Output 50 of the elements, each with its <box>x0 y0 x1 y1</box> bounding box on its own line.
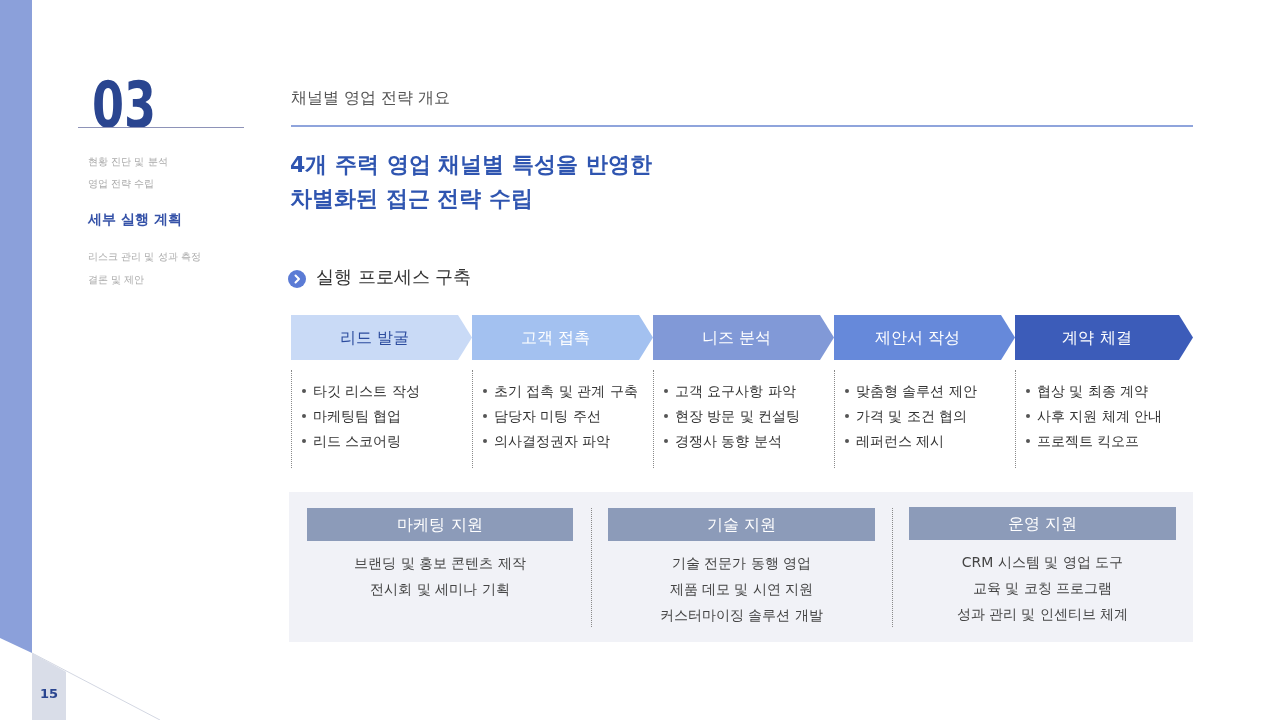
support-panel <box>289 492 1193 642</box>
section-subtitle: 채널별 영업 전략 개요 <box>291 88 451 107</box>
body-text: 전시회 및 세미나 기획 <box>369 580 511 599</box>
list-item: 맞춤형 솔루션 제안 <box>856 382 977 401</box>
chevron-step <box>653 315 834 360</box>
chevron-step <box>291 315 472 360</box>
body-text: 커스터마이징 솔루션 개발 <box>659 606 824 625</box>
list-item: 레퍼런스 제시 <box>856 432 945 451</box>
section-header-bar <box>307 508 573 541</box>
section-header-bar <box>909 507 1176 540</box>
list-item: 프로젝트 킥오프 <box>1037 432 1140 451</box>
section-header-title: 마케팅 지원 <box>397 514 483 535</box>
section-header-title: 운영 지원 <box>1007 513 1078 534</box>
list-item: 초기 접촉 및 관계 구축 <box>494 382 638 401</box>
step-title: 계약 체결 <box>1062 327 1132 348</box>
list-item: 담당자 미팅 주선 <box>494 407 601 426</box>
nav-item: 리스크 관리 및 성과 측정 <box>88 251 201 263</box>
list-item: 마케팅팀 협업 <box>313 407 402 426</box>
body-text: CRM 시스템 및 영업 도구 <box>960 553 1125 572</box>
nav-item: 영업 전략 수립 <box>88 178 155 190</box>
step-title: 제안서 작성 <box>874 327 961 348</box>
list-item: 리드 스코어링 <box>313 432 402 451</box>
list-item: 타깃 리스트 작성 <box>313 382 420 401</box>
step-title: 리드 발굴 <box>339 327 410 348</box>
chevron-step <box>472 315 653 360</box>
list-item: 경쟁사 동향 분석 <box>675 432 782 451</box>
body-text: 브랜딩 및 홍보 콘텐츠 제작 <box>353 554 527 573</box>
nav-item: 현황 진단 및 분석 <box>88 156 168 168</box>
section-heading: 실행 프로세스 구축 <box>316 266 472 288</box>
list-item: 가격 및 조건 협의 <box>856 407 968 426</box>
section-header-bar <box>608 508 875 541</box>
nav-item: 결론 및 제안 <box>88 274 145 286</box>
body-text: 제품 데모 및 시연 지원 <box>668 580 815 599</box>
body-text: 성과 관리 및 인센티브 체계 <box>955 605 1130 624</box>
active-nav-item: 세부 실행 계획 <box>88 211 182 228</box>
step-title: 니즈 분석 <box>701 327 772 348</box>
page-number: 15 <box>32 653 66 720</box>
section-number: 03 <box>92 73 157 137</box>
body-text: 기술 전문가 동행 영업 <box>670 554 813 573</box>
chevron-step <box>834 315 1015 360</box>
body-text: 교육 및 코칭 프로그램 <box>971 579 1114 598</box>
chevron-step <box>1015 315 1193 360</box>
list-item: 현장 방문 및 컨설팅 <box>675 407 801 426</box>
slide-title: 4개 주력 영업 채널별 특성을 반영한 차별화된 접근 전략 수립 <box>290 151 653 213</box>
list-item: 의사결정권자 파악 <box>494 432 611 451</box>
section-header-title: 기술 지원 <box>706 514 777 535</box>
step-title: 고객 접촉 <box>520 327 591 348</box>
list-item: 사후 지원 체계 안내 <box>1037 407 1163 426</box>
list-item: 협상 및 최종 계약 <box>1037 382 1149 401</box>
list-item: 고객 요구사항 파악 <box>675 382 796 401</box>
